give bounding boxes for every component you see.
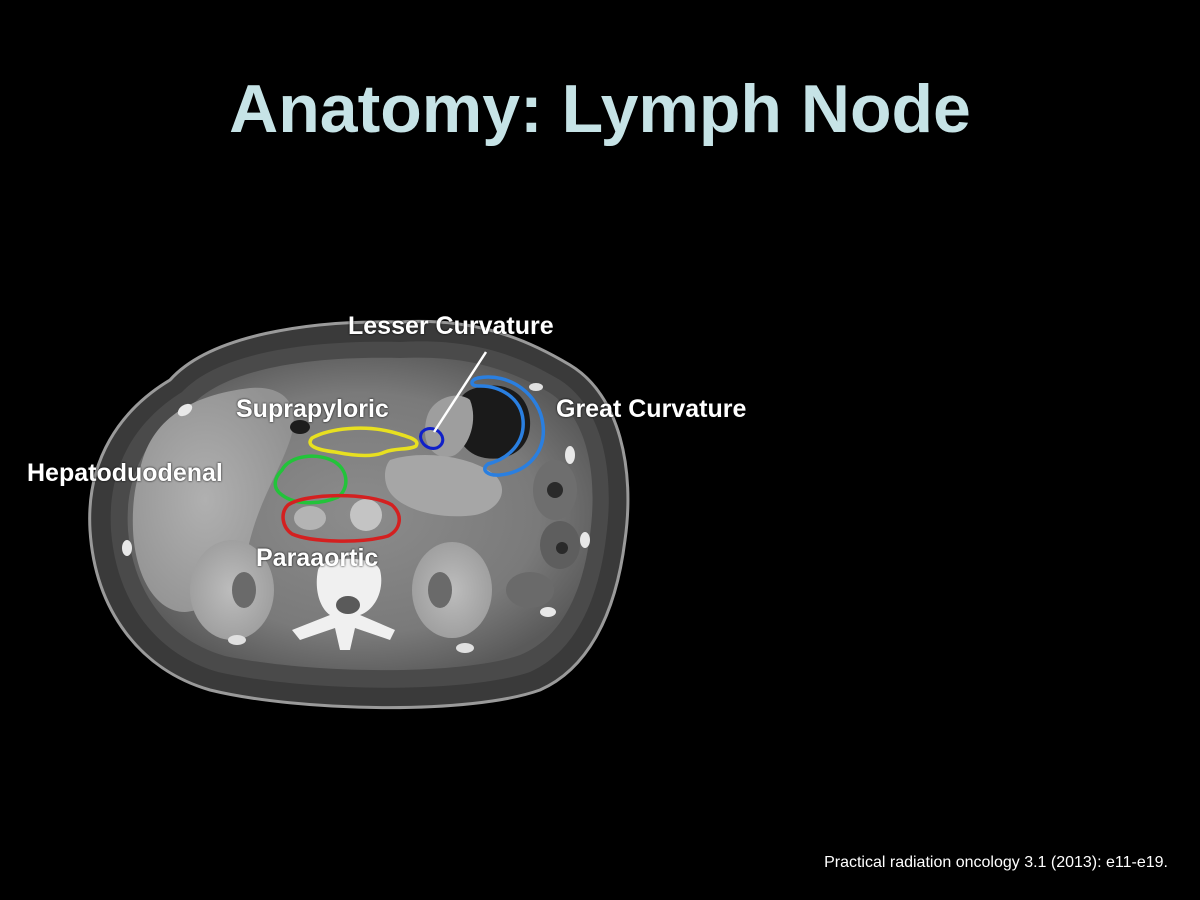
suprapyloric-contour bbox=[308, 426, 419, 458]
ct-bowel-gas bbox=[556, 542, 568, 554]
ct-rib bbox=[529, 383, 543, 391]
label-lesser-curvature: Lesser Curvature bbox=[348, 312, 554, 340]
label-great-curvature: Great Curvature bbox=[556, 395, 747, 423]
label-suprapyloric: Suprapyloric bbox=[236, 395, 389, 423]
paraaortic-contour bbox=[281, 493, 401, 543]
ct-bowel-gas bbox=[547, 482, 563, 498]
great-curvature-contour bbox=[470, 375, 546, 477]
ct-rib bbox=[580, 532, 590, 548]
lesser-curvature-leader-line bbox=[432, 351, 488, 433]
ct-stomach bbox=[425, 395, 474, 458]
ct-aorta bbox=[350, 499, 382, 531]
label-paraaortic: Paraaortic bbox=[256, 544, 379, 572]
label-hepatoduodenal: Hepatoduodenal bbox=[27, 459, 223, 487]
ct-rib bbox=[228, 635, 246, 645]
ct-ivc bbox=[294, 506, 326, 530]
lesser-curvature-contour bbox=[419, 427, 445, 450]
ct-bowel-loop bbox=[506, 572, 554, 608]
ct-liver bbox=[132, 387, 294, 612]
ct-kidney-hilum bbox=[428, 572, 452, 608]
ct-kidney-hilum bbox=[232, 572, 256, 608]
slide-title: Anatomy: Lymph Node bbox=[229, 71, 971, 147]
ct-rib bbox=[540, 607, 556, 617]
ct-stomach-gas bbox=[455, 385, 531, 459]
ct-spinal-canal bbox=[336, 596, 360, 614]
citation: Practical radiation oncology 3.1 (2013):… bbox=[824, 854, 1168, 871]
ct-rib bbox=[565, 446, 575, 464]
ct-gas-bubble bbox=[290, 420, 310, 434]
ct-rib bbox=[122, 540, 132, 556]
ct-rib bbox=[177, 403, 193, 417]
ct-pancreas bbox=[384, 455, 503, 517]
ct-rib bbox=[456, 643, 474, 653]
